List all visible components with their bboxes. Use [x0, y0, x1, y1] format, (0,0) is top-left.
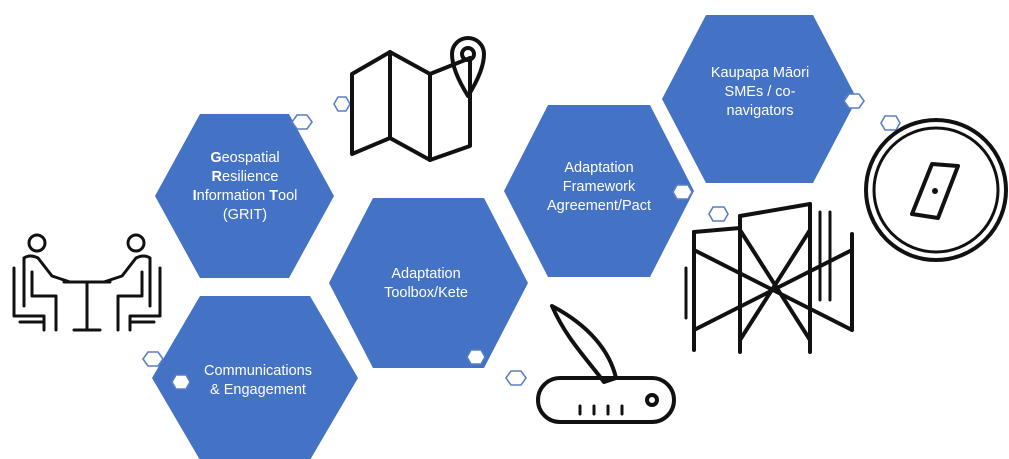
meeting-icon — [12, 233, 162, 332]
hex-label-line: Kaupapa Māori — [711, 65, 809, 81]
small-hex — [466, 349, 486, 365]
compass-icon — [864, 118, 1008, 262]
hex-label-line: Agreement/Pact — [547, 198, 651, 214]
small-hex — [291, 114, 313, 130]
hex-label-line: Adaptation — [564, 160, 633, 176]
hex-label-line: Toolbox/Kete — [384, 285, 468, 301]
hex-label-line: navigators — [727, 103, 794, 119]
hex-label-line: Resilience — [212, 169, 279, 185]
small-hex — [672, 184, 693, 200]
hex-label-line: & Engagement — [210, 382, 306, 398]
hex-communications-label: Communications & Engagement — [204, 363, 312, 398]
small-hexagons — [142, 93, 901, 390]
hex-label-line: Geospatial — [210, 150, 279, 166]
hex-label-line: Adaptation — [391, 266, 460, 282]
scaffolding-icon — [684, 202, 854, 354]
small-hex — [171, 374, 191, 390]
hex-label-line: Communications — [204, 363, 312, 379]
small-hex — [142, 351, 164, 367]
pocket-knife-icon — [536, 304, 676, 424]
hex-label-line: (GRIT) — [223, 207, 267, 223]
small-hex — [843, 93, 865, 109]
hex-label-line: SMEs / co- — [725, 84, 796, 100]
hex-communications: Communications & Engagement — [152, 296, 358, 459]
map-pin-icon — [350, 36, 486, 162]
small-hex — [505, 370, 527, 386]
small-hex — [333, 96, 351, 112]
hex-label-line: Framework — [563, 179, 636, 195]
small-hex — [880, 115, 901, 131]
small-hex — [708, 206, 729, 222]
hex-label-line: Information Tool — [193, 188, 298, 204]
